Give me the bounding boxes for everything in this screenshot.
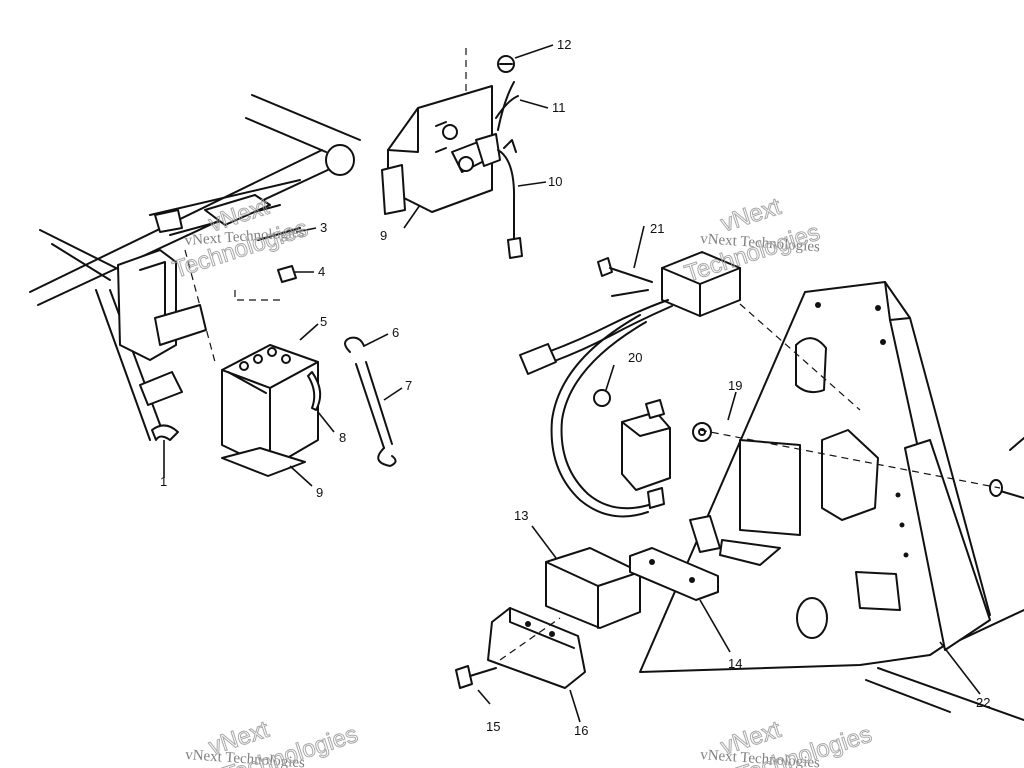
- callout-19: 19: [728, 378, 742, 393]
- callout-20: 20: [628, 350, 642, 365]
- callout-labels: 12 11 10 9 3 4 5 6 7 8 9 1 21 20 19 13 1…: [160, 37, 990, 738]
- callout-1: 1: [160, 474, 167, 489]
- part-mount-panel-22: [639, 281, 1024, 721]
- callout-4: 4: [318, 264, 325, 279]
- part-nut-13: [497, 55, 515, 73]
- callout-3: 3: [320, 220, 327, 235]
- callout-11: 10: [548, 174, 562, 189]
- callout-12: 11: [552, 100, 566, 115]
- callout-6: 6: [392, 325, 399, 340]
- callout-8: 8: [339, 430, 346, 445]
- callout-13: 12: [557, 37, 571, 52]
- callout-22: 22: [976, 695, 990, 710]
- callout-21: 21: [650, 221, 664, 236]
- watermark-top-right: vNext Technologies vNext Technologies: [681, 192, 824, 288]
- part-cdi-box-21: [519, 251, 741, 518]
- part-washer-19: [692, 422, 712, 442]
- callout-15: 14: [728, 656, 742, 671]
- frame-assembly: [29, 94, 361, 441]
- callout-14: 13: [514, 508, 528, 523]
- part-clip-1: [151, 424, 179, 478]
- callout-10: 9: [380, 228, 387, 243]
- callout-17: 16: [574, 723, 588, 738]
- callout-5: 5: [320, 314, 327, 329]
- part-battery-strap-7: [344, 336, 397, 467]
- part-screw-3-nut-4: [257, 227, 301, 283]
- part-ignition-coil-20: [593, 389, 671, 509]
- part-spacer-plate-15: [629, 547, 719, 601]
- watermark-bottom-right: vNext Technologies vNext Technologies: [700, 715, 876, 768]
- part-bolt-16: [455, 617, 561, 689]
- callout-leaders: [289, 44, 981, 723]
- watermark-bottom-left: vNext Technologies vNext Technologies: [185, 715, 362, 768]
- part-battery-5: [221, 344, 322, 469]
- part-battery-pad-9: [221, 447, 306, 477]
- callout-16: 15: [486, 719, 500, 734]
- part-switch-bracket-10: [381, 48, 523, 259]
- part-voltage-regulator-14: [545, 547, 641, 629]
- callout-7: 7: [405, 378, 412, 393]
- callout-9: 9: [316, 485, 323, 500]
- part-mount-bracket-17: [487, 607, 586, 689]
